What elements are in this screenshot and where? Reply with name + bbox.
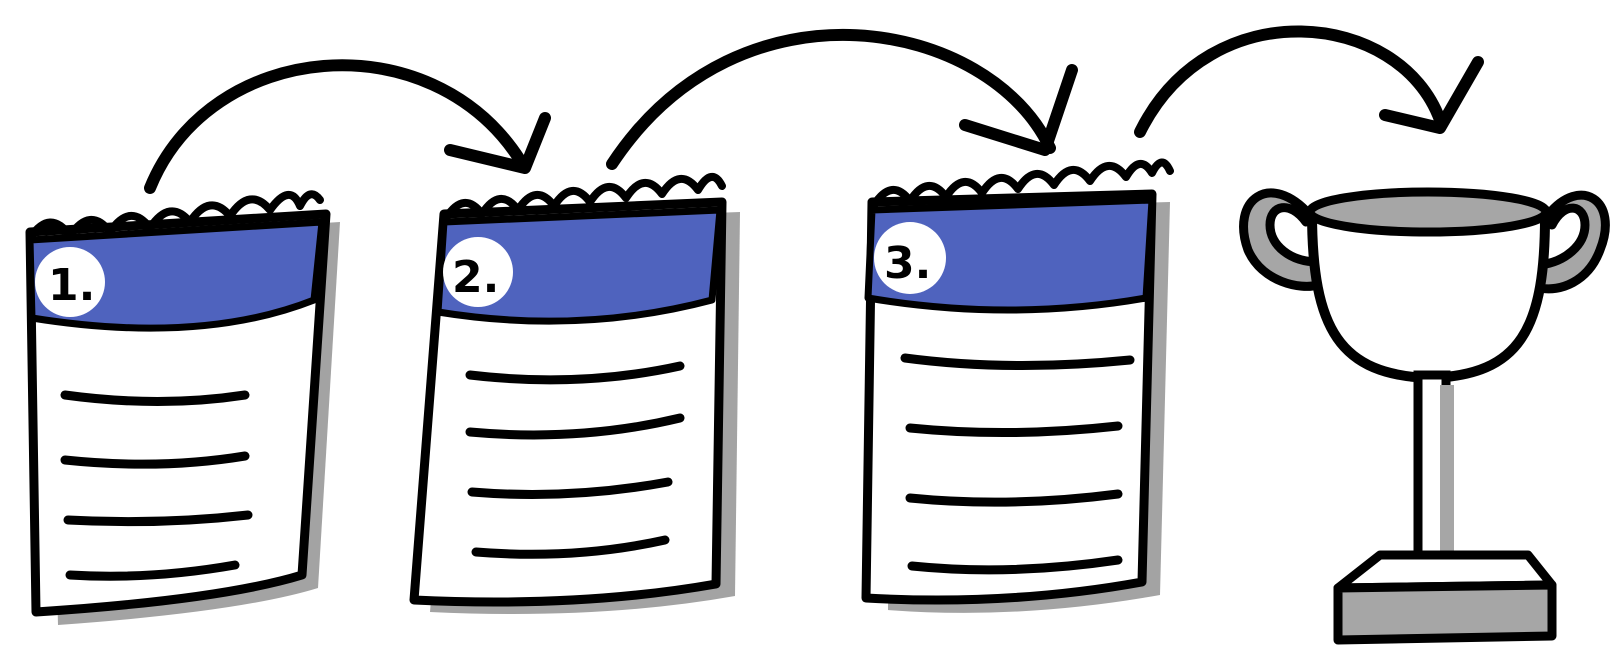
step-2-label: 2.	[452, 252, 499, 303]
arrow-3-to-trophy-icon	[1140, 31, 1478, 132]
step-3-number-badge: 3.	[874, 222, 946, 294]
step-1-notepad: 1.	[30, 194, 340, 625]
step-1-number-badge: 1.	[35, 247, 105, 317]
step-3-label: 3.	[884, 238, 931, 289]
step-3-notepad: 3.	[866, 162, 1170, 612]
step-1-label: 1.	[48, 260, 95, 311]
arrow-2-to-3-icon	[612, 35, 1072, 164]
step-2-number-badge: 2.	[443, 237, 513, 307]
trophy-icon	[1244, 192, 1606, 640]
step-2-notepad: 2.	[414, 177, 740, 614]
arrow-1-to-2-icon	[150, 65, 545, 188]
